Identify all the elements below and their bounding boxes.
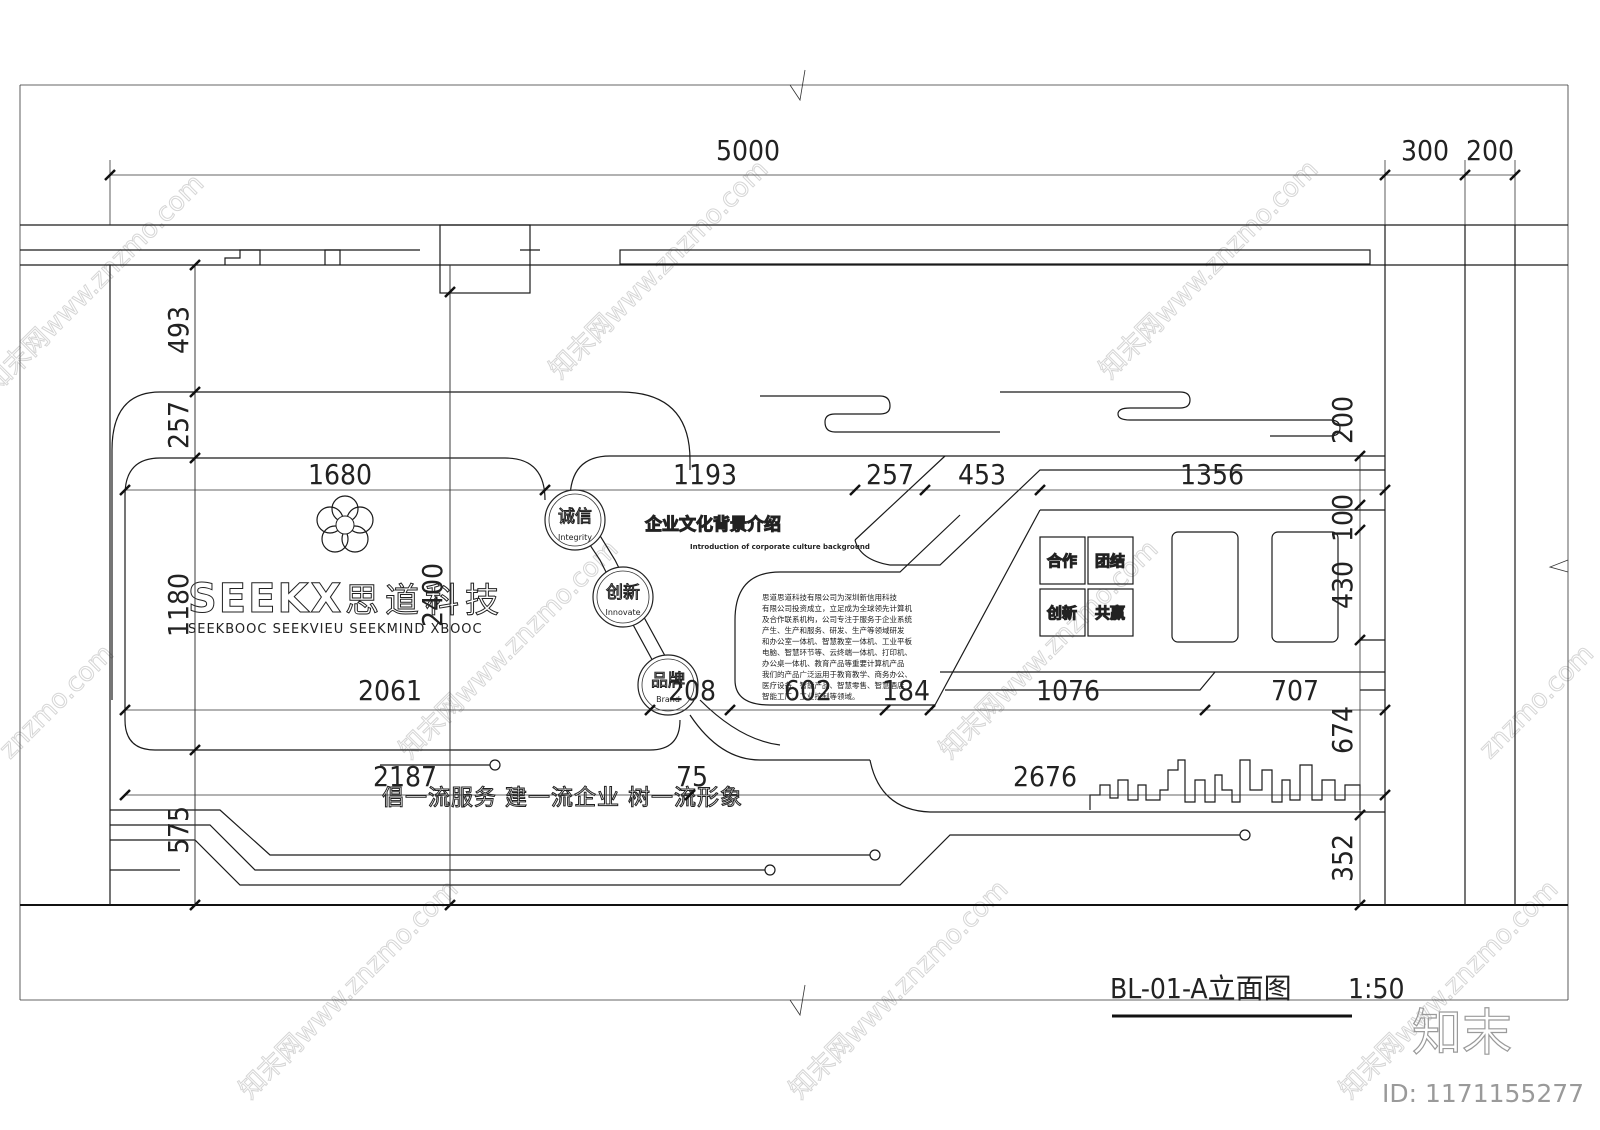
display-frame <box>1171 531 1239 643</box>
culture-body-line: 思道思道科技有限公司为深圳新信用科技 <box>762 592 897 602</box>
watermark-text: 知末网www.znzmo.com <box>1094 154 1325 385</box>
dim-center-height: 2400 <box>416 563 449 627</box>
sheet-frame <box>19 69 1569 1017</box>
value-brand-cn: 品牌 <box>651 671 685 691</box>
display-frame <box>1271 531 1339 643</box>
value-integrity-en: Integrity <box>558 533 592 542</box>
tile-winwin: 共赢 <box>1095 604 1125 622</box>
dim-row2-c: 602 <box>784 674 832 707</box>
dim-row3-a: 2187 <box>373 760 437 793</box>
watermark-text: 知末网www.znzmo.com <box>784 874 1015 1105</box>
tile <box>1087 588 1134 637</box>
slogan: 倡一流服务 建一流企业 树一流形象 <box>382 786 743 811</box>
tile-innovation: 创新 <box>1046 604 1077 622</box>
dimension-labels: 5000 300 200 493 257 1180 575 2400 1680 … <box>162 134 1514 882</box>
value-integrity-cn: 诚信 <box>558 507 592 527</box>
culture-section: 企业文化背景介绍 Introduction of corporate cultu… <box>644 514 913 702</box>
tile-cooperate: 合作 <box>1046 552 1077 570</box>
dim-left-3: 1180 <box>162 573 195 637</box>
dim-right-2: 100 <box>1326 494 1359 542</box>
dim-left-1: 493 <box>162 306 195 354</box>
dim-row1-b: 1193 <box>673 458 737 491</box>
culture-body-line: 智能工厂、工业控制等领域。 <box>762 691 860 701</box>
dim-top-right-b: 200 <box>1466 134 1514 167</box>
product-lines: SEEKBOOC SEEKVIEU SEEKMIND XBOOC <box>188 622 483 637</box>
watermark-text: 知末网www.znzmo.com <box>544 154 775 385</box>
value-integrity: 诚信 Integrity <box>544 489 606 551</box>
tile <box>1087 536 1134 585</box>
culture-title-cn: 企业文化背景介绍 <box>644 514 781 535</box>
dim-left-2: 257 <box>162 401 195 449</box>
dim-row1-e: 1356 <box>1180 458 1244 491</box>
drawing-title: BL-01-A立面图 <box>1110 972 1292 1005</box>
dim-left-4: 575 <box>162 806 195 854</box>
company-logo: SEEKX 思道科技 SEEKBOOC SEEKVIEU SEEKMIND XB… <box>188 495 505 637</box>
culture-body-line: 办公桌一体机、教育产品等重要计算机产品 <box>762 658 905 668</box>
drawing-scale: 1:50 <box>1348 972 1405 1005</box>
flower-logo-icon <box>316 495 374 553</box>
culture-body-line: 有限公司投资成立，立足成为全球领先计算机 <box>762 603 912 613</box>
circuit-lines <box>110 759 1251 886</box>
dim-right-4: 674 <box>1326 706 1359 754</box>
watermark-text: znzmo.com <box>1474 639 1600 765</box>
value-brand: 品牌 Brand <box>637 654 699 716</box>
culture-body-line: 产生、生产和服务、研发、生产等领域研发 <box>762 625 905 635</box>
culture-body-line: 医疗设备、智能产品、智慧零售、智慧酒店 <box>762 680 905 690</box>
dim-row1-d: 453 <box>958 458 1006 491</box>
brand-cn: 思道科技 <box>345 581 505 621</box>
tile-unity: 团结 <box>1095 552 1125 570</box>
dim-right-5: 352 <box>1326 834 1359 882</box>
dim-row1-c: 257 <box>866 458 914 491</box>
dim-row2-a: 2061 <box>358 674 422 707</box>
dimension-lines <box>109 160 1516 905</box>
corner-watermark: 知末 ID: 1171155277 <box>1382 1003 1584 1108</box>
cloud-decor <box>760 391 1341 437</box>
dim-top-overall: 5000 <box>716 134 780 167</box>
tile <box>1039 536 1086 585</box>
dim-row3-b: 75 <box>676 760 708 793</box>
culture-body-line: 电脑、智慧环节等、云终端一体机、打印机、 <box>762 647 912 657</box>
title-block: BL-01-A立面图 1:50 <box>1110 972 1405 1018</box>
skyline <box>1089 759 1361 810</box>
culture-body-line: 和办公室一体机、智慧教室一体机、工业平板 <box>762 636 912 646</box>
dim-row3-c: 2676 <box>1013 760 1077 793</box>
culture-body-line: 及合作联系机构，公司专注于服务于企业系统 <box>762 614 912 624</box>
dim-row2-e: 1076 <box>1036 674 1100 707</box>
dim-right-1: 200 <box>1326 396 1359 444</box>
image-id: ID: 1171155277 <box>1382 1079 1584 1108</box>
dim-row2-f: 707 <box>1271 674 1319 707</box>
dim-row2-b: 208 <box>668 674 716 707</box>
dim-right-3: 430 <box>1326 561 1359 609</box>
value-innovate-en: Innovate <box>605 608 640 617</box>
center-bands <box>569 455 1385 813</box>
tile <box>1039 588 1086 637</box>
watermark-text: znzmo.com <box>0 639 120 765</box>
value-innovate-cn: 创新 <box>606 583 640 603</box>
value-brand-en: Brand <box>656 695 680 704</box>
culture-body: 思道思道科技有限公司为深圳新信用科技有限公司投资成立，立足成为全球领先计算机及合… <box>762 592 912 701</box>
watermark-text: 知末网www.znzmo.com <box>234 874 465 1105</box>
corner-logo: 知末 <box>1412 1004 1512 1062</box>
tile-grid: 合作 团结 创新 共赢 <box>1039 531 1339 643</box>
culture-body-line: 我们的产品广泛运用于教育教学、商务办公、 <box>762 669 912 679</box>
brand-latin: SEEKX <box>188 576 343 622</box>
value-innovate: 创新 Innovate <box>592 566 654 628</box>
dim-top-right-a: 300 <box>1401 134 1449 167</box>
ceiling <box>20 224 1568 294</box>
watermark-text: 知末网www.znzmo.com <box>0 169 210 400</box>
dim-row1-a: 1680 <box>308 458 372 491</box>
dim-row2-d: 184 <box>882 674 930 707</box>
culture-title-en: Introduction of corporate culture backgr… <box>690 543 870 551</box>
dimension-ticks <box>104 169 1521 911</box>
